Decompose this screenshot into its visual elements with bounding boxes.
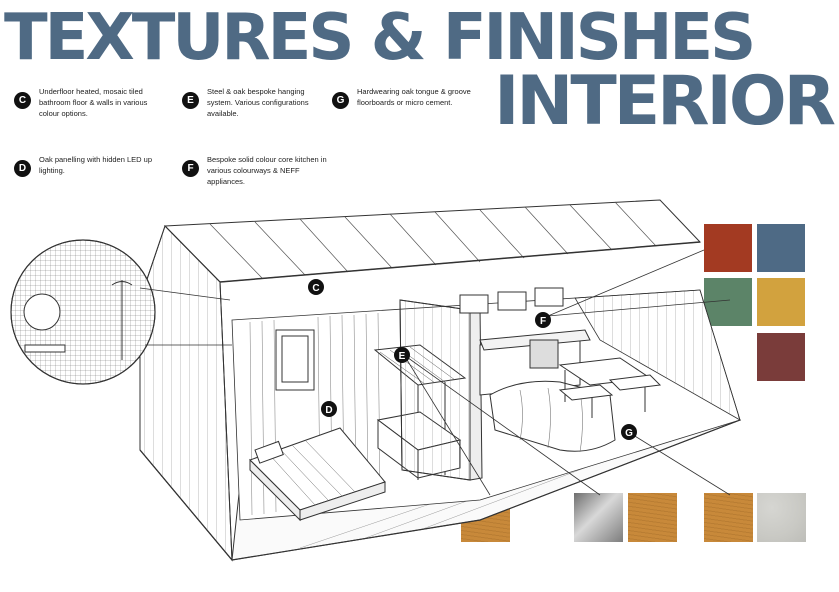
leader-lines: [403, 249, 731, 496]
bed: [249, 427, 386, 522]
roof: [163, 199, 702, 283]
swatch-rust: [704, 224, 752, 272]
note-e-text: Steel & oak bespoke hanging system. Vari…: [207, 87, 309, 118]
note-f: F Bespoke solid colour core kitchen in v…: [182, 154, 332, 187]
note-g: G Hardwearing oak tongue & groove floorb…: [332, 86, 472, 109]
swatch-sage-green: [704, 278, 752, 326]
swatch-micro-cement: [757, 493, 806, 542]
marker-e: E: [394, 347, 410, 363]
badge-c: C: [14, 92, 31, 109]
marker-f: F: [535, 312, 551, 328]
marker-c: C: [308, 279, 324, 295]
swatch-burgundy: [757, 333, 805, 381]
title-line-1: TEXTURES & FINISHES: [4, 1, 756, 75]
marker-e-label: E: [399, 351, 406, 362]
badge-g: G: [332, 92, 349, 109]
note-c-text: Underfloor heated, mosaic tiled bathroom…: [39, 87, 148, 118]
title-line-2: INTERIOR: [494, 62, 836, 141]
badge-f: F: [182, 160, 199, 177]
swatch-oak-floor: [704, 493, 753, 542]
partition-panel: [399, 299, 483, 481]
marker-f-label: F: [540, 316, 546, 327]
dining-table: [558, 357, 662, 418]
kitchen: [459, 287, 591, 396]
marker-d: D: [321, 401, 337, 417]
badge-d: D: [14, 160, 31, 177]
marker-c-label: C: [312, 283, 319, 294]
swatch-oak-hanging: [628, 493, 677, 542]
tile-detail-circle: [10, 239, 232, 385]
marker-d-label: D: [325, 405, 332, 416]
note-d-text: Oak panelling with hidden LED up lightin…: [39, 155, 152, 175]
swatch-slate-blue: [757, 224, 805, 272]
badge-e: E: [182, 92, 199, 109]
swatch-mustard: [757, 278, 805, 326]
marker-g-label: G: [625, 428, 633, 439]
note-d: D Oak panelling with hidden LED up light…: [14, 154, 164, 177]
marker-g: G: [621, 424, 637, 440]
swatch-brushed-steel: [574, 493, 623, 542]
note-g-text: Hardwearing oak tongue & groove floorboa…: [357, 87, 471, 107]
note-c: C Underfloor heated, mosaic tiled bathro…: [14, 86, 164, 119]
bathroom-door: [275, 329, 315, 391]
cabin-base: [139, 419, 741, 561]
note-e: E Steel & oak bespoke hanging system. Va…: [182, 86, 332, 119]
note-f-text: Bespoke solid colour core kitchen in var…: [207, 155, 327, 186]
